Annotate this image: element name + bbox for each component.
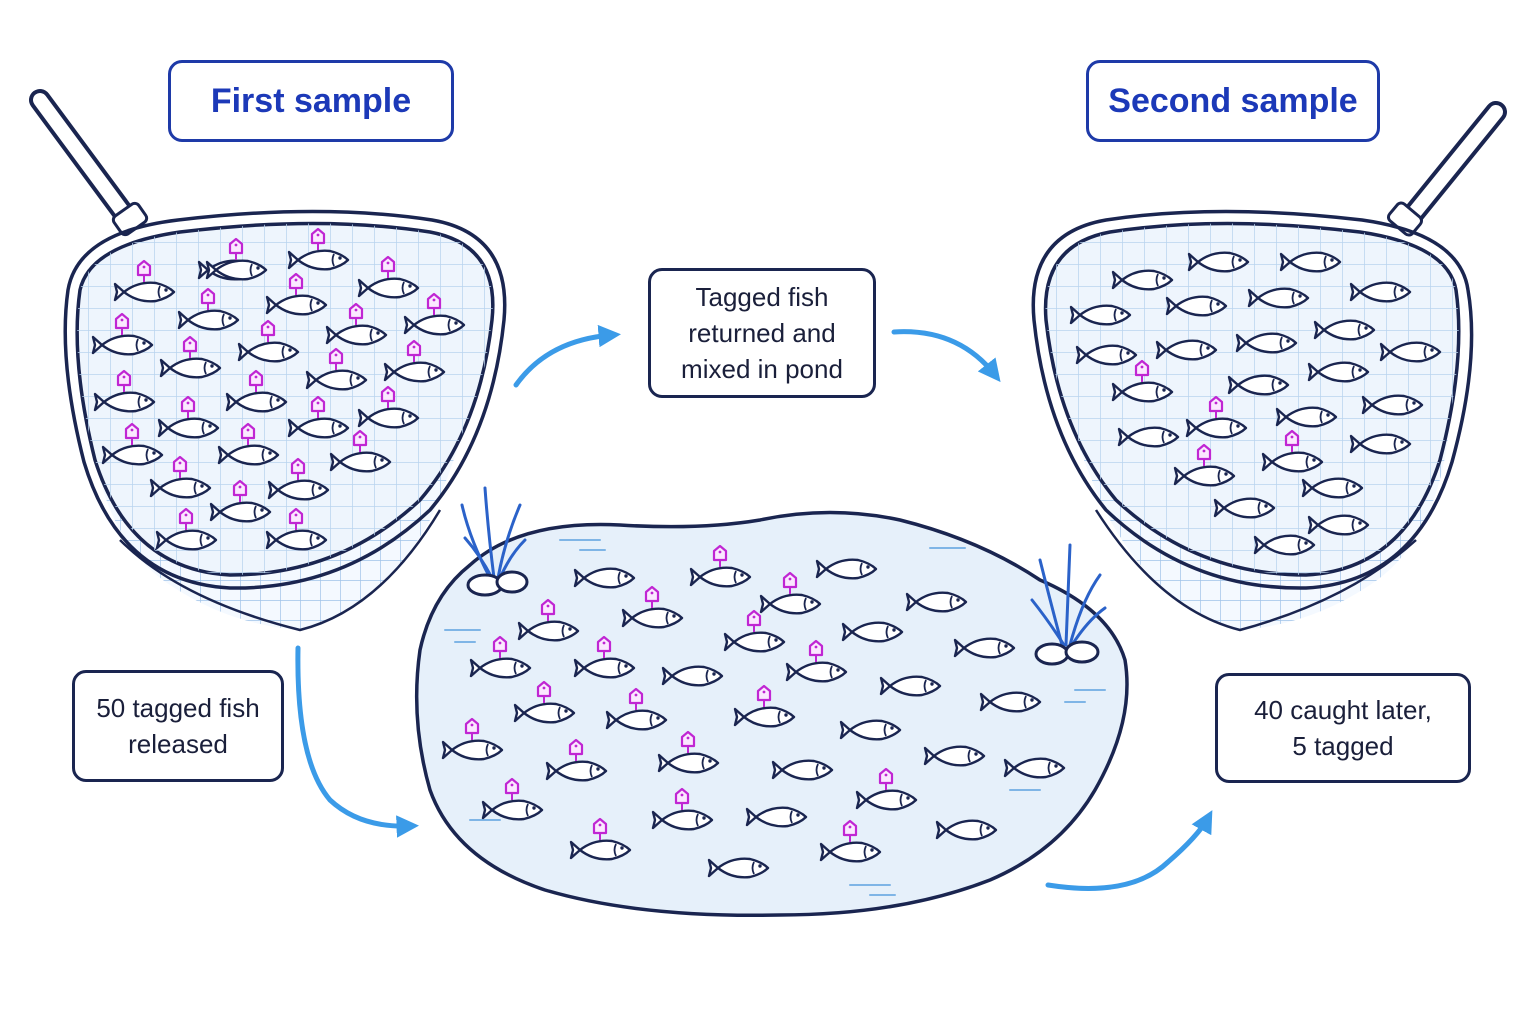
net-handle xyxy=(1386,101,1507,237)
arrow-returned-to-second-net xyxy=(891,329,1001,383)
first-sample-title: First sample xyxy=(168,60,454,142)
first-sample-net xyxy=(29,89,507,632)
arrow-pond-to-returned xyxy=(513,324,621,388)
water-ripples xyxy=(444,539,1106,896)
pond xyxy=(414,486,1129,918)
tagged-released-note: 50 tagged fish released xyxy=(72,670,284,782)
returned-mixed-note: Tagged fish returned and mixed in pond xyxy=(648,268,876,398)
arrow-released-to-pond xyxy=(295,645,419,838)
net-handle xyxy=(29,89,149,237)
arrow-pond-to-caught xyxy=(1045,810,1213,891)
reeds-right xyxy=(1030,543,1107,666)
second-sample-title: Second sample xyxy=(1086,60,1380,142)
second-sample-net xyxy=(1031,101,1507,632)
caught-later-note: 40 caught later, 5 tagged xyxy=(1215,673,1471,783)
reeds-left xyxy=(460,486,529,597)
